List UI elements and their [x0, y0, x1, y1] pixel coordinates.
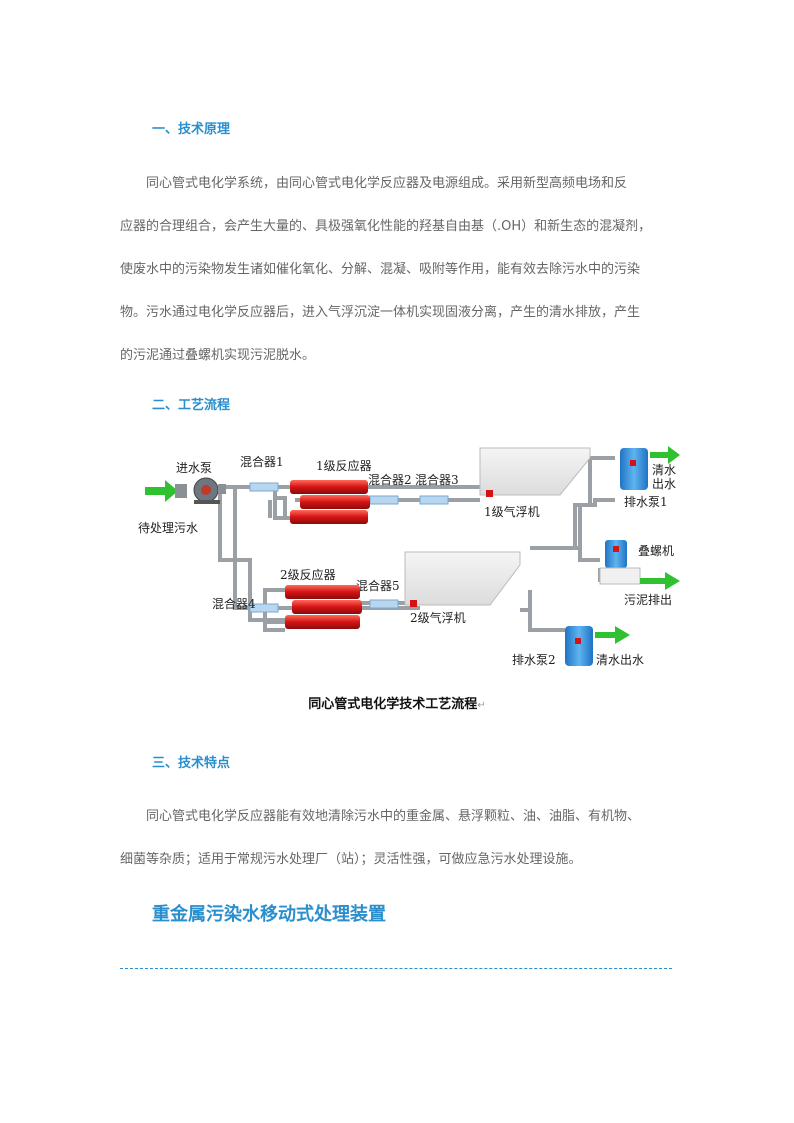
clean-out-top-b-label: 出水	[652, 477, 676, 491]
product-title: 重金属污染水移动式处理装置	[152, 904, 386, 925]
floater1-label: 1级气浮机	[484, 504, 540, 519]
sludge-outlet-arrow	[640, 572, 680, 590]
reactor2-label: 2级反应器	[280, 567, 336, 582]
tank-indicator	[575, 638, 581, 644]
pipe-connector	[218, 488, 285, 622]
section1-heading: 一、技术原理	[152, 122, 231, 137]
floater1-unit	[479, 447, 591, 496]
paragraph-line: 细菌等杂质；适用于常规污水处理厂（站）；灵活性强，可做应急污水处理设施。	[120, 852, 582, 867]
paragraph-line: 应器的合理组合，会产生大量的、具极强氧化性能的羟基自由基（.OH）和新生态的混凝…	[120, 219, 652, 234]
section2-heading: 二、工艺流程	[152, 398, 231, 413]
mixer1-icon	[249, 482, 279, 492]
reactor2-tube	[285, 615, 360, 629]
mixer4-icon	[249, 603, 279, 613]
caption-text: 同心管式电化学技术工艺流程	[308, 697, 478, 712]
screw-press-tank	[605, 540, 627, 568]
mixer5-label: 混合器5	[356, 578, 400, 593]
clean-water-outlet-arrow	[595, 626, 630, 644]
mixer3-label: 混合器3	[415, 472, 459, 487]
floater2-label: 2级气浮机	[410, 610, 466, 625]
section-divider	[120, 968, 672, 969]
wastewater-label: 待处理污水	[138, 521, 198, 535]
reactor1-tube	[300, 495, 370, 509]
mixer2-icon	[369, 495, 399, 505]
reactor2-tube	[292, 600, 362, 614]
paragraph-line: 物。污水通过电化学反应器后，进入气浮沉淀一体机实现固液分离，产生的清水排放，产生	[120, 305, 641, 320]
tank-indicator	[613, 546, 619, 552]
reactor1-tube	[290, 510, 368, 524]
clean-out-bottom-label: 清水出水	[596, 653, 644, 667]
inlet-pump-label: 进水泵	[176, 461, 212, 475]
mixer3-icon	[419, 495, 449, 505]
paragraph-line: 同心管式电化学系统，由同心管式电化学反应器及电源组成。采用新型高频电场和反	[120, 176, 628, 191]
floater2-unit	[404, 551, 521, 606]
section3-heading: 三、技术特点	[152, 756, 231, 771]
screw-press-base	[599, 567, 641, 585]
drain-pump2-tank	[565, 626, 593, 666]
drain-pump1-tank	[620, 448, 648, 490]
sludge-out-label: 污泥排出	[624, 593, 672, 607]
process-flow-diagram: 进水泵 待处理污水 混合器1 混合器2 混合器3 混合器4 混合器5 1级反应器…	[138, 446, 680, 667]
screw-press-label: 叠螺机	[638, 544, 674, 558]
mixer1-label: 混合器1	[240, 454, 284, 469]
mixer4-label: 混合器4	[212, 596, 256, 611]
drain-pump2-label: 排水泵2	[512, 653, 556, 667]
paragraph-mark-icon: ↵	[477, 700, 486, 711]
mixer5-icon	[369, 599, 399, 609]
clean-water-outlet-arrow	[650, 446, 680, 464]
tank-indicator	[630, 460, 636, 466]
floater1-indicator	[486, 490, 493, 497]
drain-pump1-label: 排水泵1	[624, 495, 668, 509]
reactor2-tube	[285, 585, 360, 599]
clean-out-top-a-label: 清水	[652, 463, 676, 477]
floater2-indicator	[410, 600, 417, 607]
reactor1-tube	[290, 480, 368, 494]
reactor1-label: 1级反应器	[316, 458, 372, 473]
paragraph-line: 使废水中的污染物发生诸如催化氧化、分解、混凝、吸附等作用，能有效去除污水中的污染	[120, 262, 641, 277]
diagram-caption: 同心管式电化学技术工艺流程↵	[0, 693, 794, 712]
paragraph-line: 的污泥通过叠螺机实现污泥脱水。	[120, 348, 316, 363]
wastewater-inlet-arrow	[145, 480, 178, 502]
mixer2-label: 混合器2	[368, 472, 412, 487]
paragraph-line: 同心管式电化学反应器能有效地清除污水中的重金属、悬浮颗粒、油、油脂、有机物、	[120, 809, 641, 824]
inlet-pump-icon	[175, 477, 226, 504]
